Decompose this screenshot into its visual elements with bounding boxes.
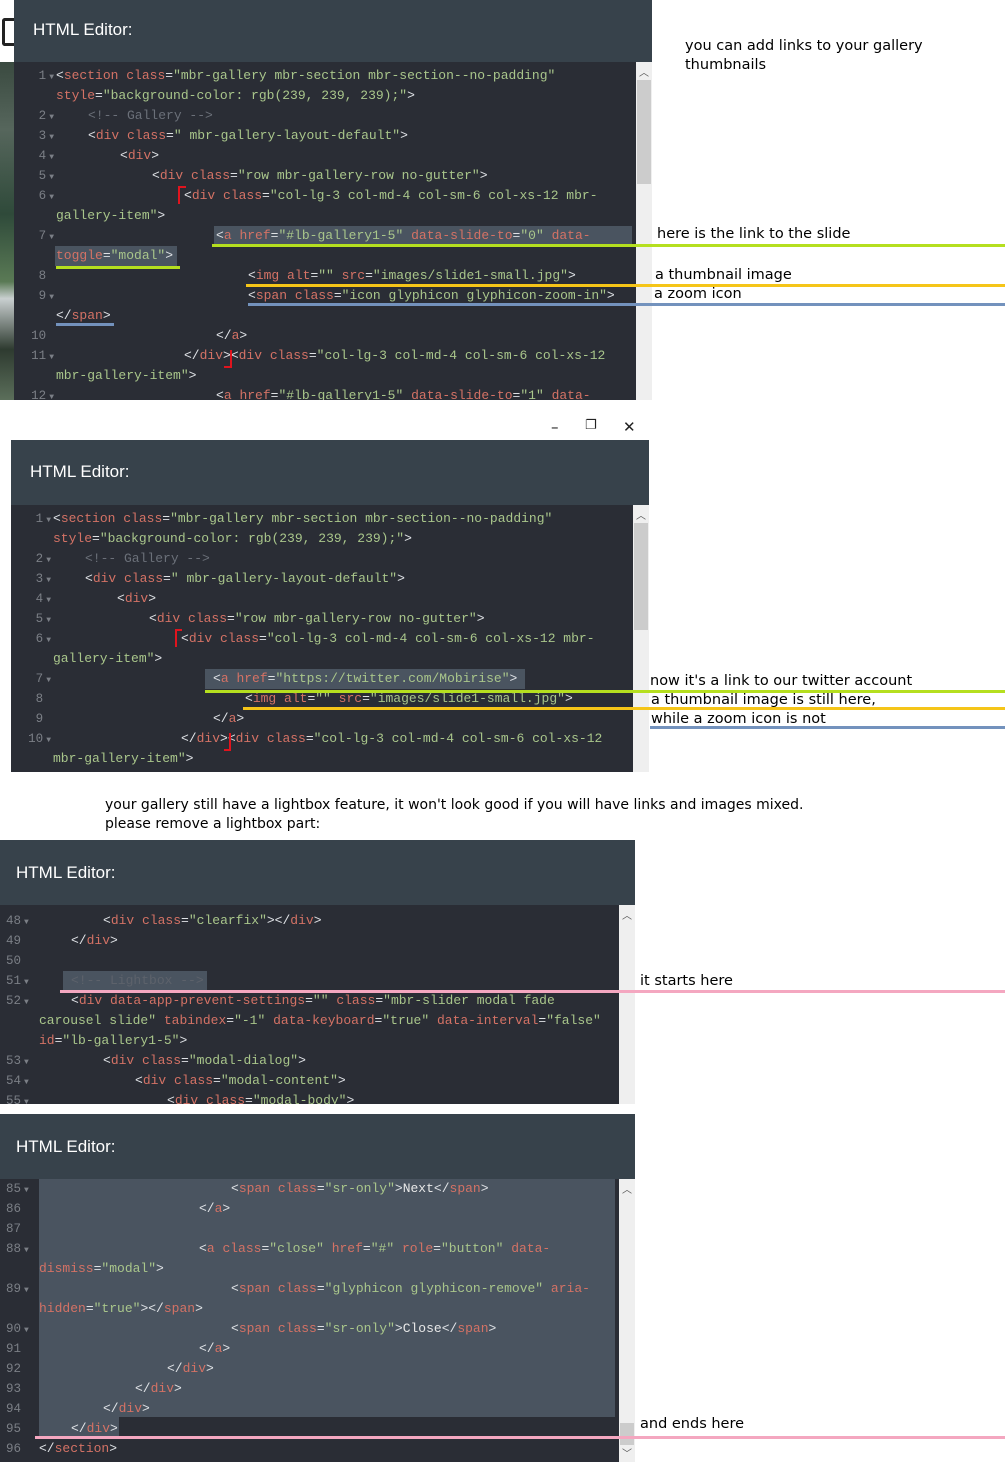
annotation-line-green xyxy=(205,690,1005,693)
note-lightbox: your gallery still have a lightbox featu… xyxy=(105,797,804,832)
scroll-up-icon[interactable]: ︿ xyxy=(639,68,649,79)
scrollbar[interactable]: ︿ xyxy=(619,905,635,1104)
minimize-button[interactable]: – xyxy=(551,418,559,436)
annotation-line-yellow xyxy=(246,284,1005,287)
note-zoom-icon: a zoom icon xyxy=(654,286,742,302)
red-bracket-close xyxy=(224,350,232,368)
code-editor[interactable]: 48▼<div class="clearfix"></div> 49</div>… xyxy=(0,905,635,1104)
selection-highlight xyxy=(214,226,632,246)
scroll-thumb[interactable] xyxy=(637,80,651,184)
code-comment: <!-- Lightbox --> xyxy=(71,973,204,988)
annotation-line-blue xyxy=(56,323,114,326)
scrollbar[interactable]: ︿ xyxy=(633,505,649,772)
scroll-up-icon[interactable]: ︿ xyxy=(636,511,646,522)
editor-title: HTML Editor: xyxy=(16,1137,116,1156)
note-thumbnail-image: a thumbnail image xyxy=(655,267,792,283)
scrollbar[interactable]: ︿ ﹀ xyxy=(619,1179,635,1462)
annotation-line-green xyxy=(212,244,1005,247)
selection-highlight xyxy=(63,971,207,991)
annotation-line-blue xyxy=(650,726,1005,729)
html-editor-panel-4: HTML Editor: 85▼<span class="sr-only">Ne… xyxy=(0,1114,635,1462)
note-twitter-link: now it's a link to our twitter account xyxy=(650,673,913,689)
scroll-up-icon[interactable]: ︿ xyxy=(622,1185,632,1196)
device-icon xyxy=(2,18,14,46)
editor-title: HTML Editor: xyxy=(30,462,130,481)
html-editor-panel-2: HTML Editor: 1▼<section class="mbr-galle… xyxy=(11,440,649,772)
code-editor[interactable]: 1▼<section class="mbr-gallery mbr-sectio… xyxy=(11,505,649,772)
editor-header: HTML Editor: xyxy=(0,1114,635,1179)
background-photo-strip xyxy=(0,62,14,400)
scroll-down-icon[interactable]: ﹀ xyxy=(622,1449,632,1460)
note-ends-here: and ends here xyxy=(640,1416,745,1432)
red-bracket-close xyxy=(224,733,231,751)
html-editor-panel-3: HTML Editor: 48▼<div class="clearfix"></… xyxy=(0,840,635,1104)
editor-header: HTML Editor: xyxy=(14,0,652,62)
scroll-thumb[interactable] xyxy=(634,523,648,630)
selection-highlight xyxy=(205,669,525,689)
line-number: 1▼ xyxy=(38,69,54,83)
selection-highlight xyxy=(39,1179,615,1417)
note-starts-here: it starts here xyxy=(640,973,733,989)
editor-header: HTML Editor: xyxy=(0,840,635,905)
code-editor[interactable]: 1▼<section class="mbr-gallery mbr-sectio… xyxy=(14,62,652,400)
selection-highlight xyxy=(39,1417,119,1437)
scrollbar[interactable]: ︿ xyxy=(636,62,652,400)
red-bracket-open xyxy=(175,629,182,647)
note-link-to-slide: here is the link to the slide xyxy=(657,226,851,242)
annotation-line-pink xyxy=(60,990,1005,993)
note-thumbnail-still: a thumbnail image is still here, xyxy=(651,692,876,708)
close-button[interactable]: ✕ xyxy=(623,418,636,436)
note-intro: you can add links to your gallery thumbn… xyxy=(685,38,923,73)
editor-header: HTML Editor: xyxy=(11,440,649,505)
annotation-line-blue xyxy=(248,303,1005,306)
code-editor[interactable]: 85▼<span class="sr-only">Next</span> 86<… xyxy=(0,1179,635,1462)
annotation-line-green xyxy=(56,266,180,269)
annotation-line-pink xyxy=(35,1436,1005,1439)
editor-title: HTML Editor: xyxy=(33,20,133,39)
restore-button[interactable]: ❐ xyxy=(585,418,597,433)
scroll-up-icon[interactable]: ︿ xyxy=(622,911,632,922)
note-zoom-not: while a zoom icon is not xyxy=(651,711,826,727)
selection-highlight xyxy=(55,246,177,266)
scroll-thumb[interactable] xyxy=(620,1423,634,1445)
html-editor-panel-1: HTML Editor: 1▼<section class="mbr-galle… xyxy=(14,0,652,400)
code-comment: <!-- Gallery --> xyxy=(88,108,213,123)
red-bracket-open xyxy=(178,186,186,204)
editor-title: HTML Editor: xyxy=(16,863,116,882)
annotation-line-yellow xyxy=(243,707,1005,710)
